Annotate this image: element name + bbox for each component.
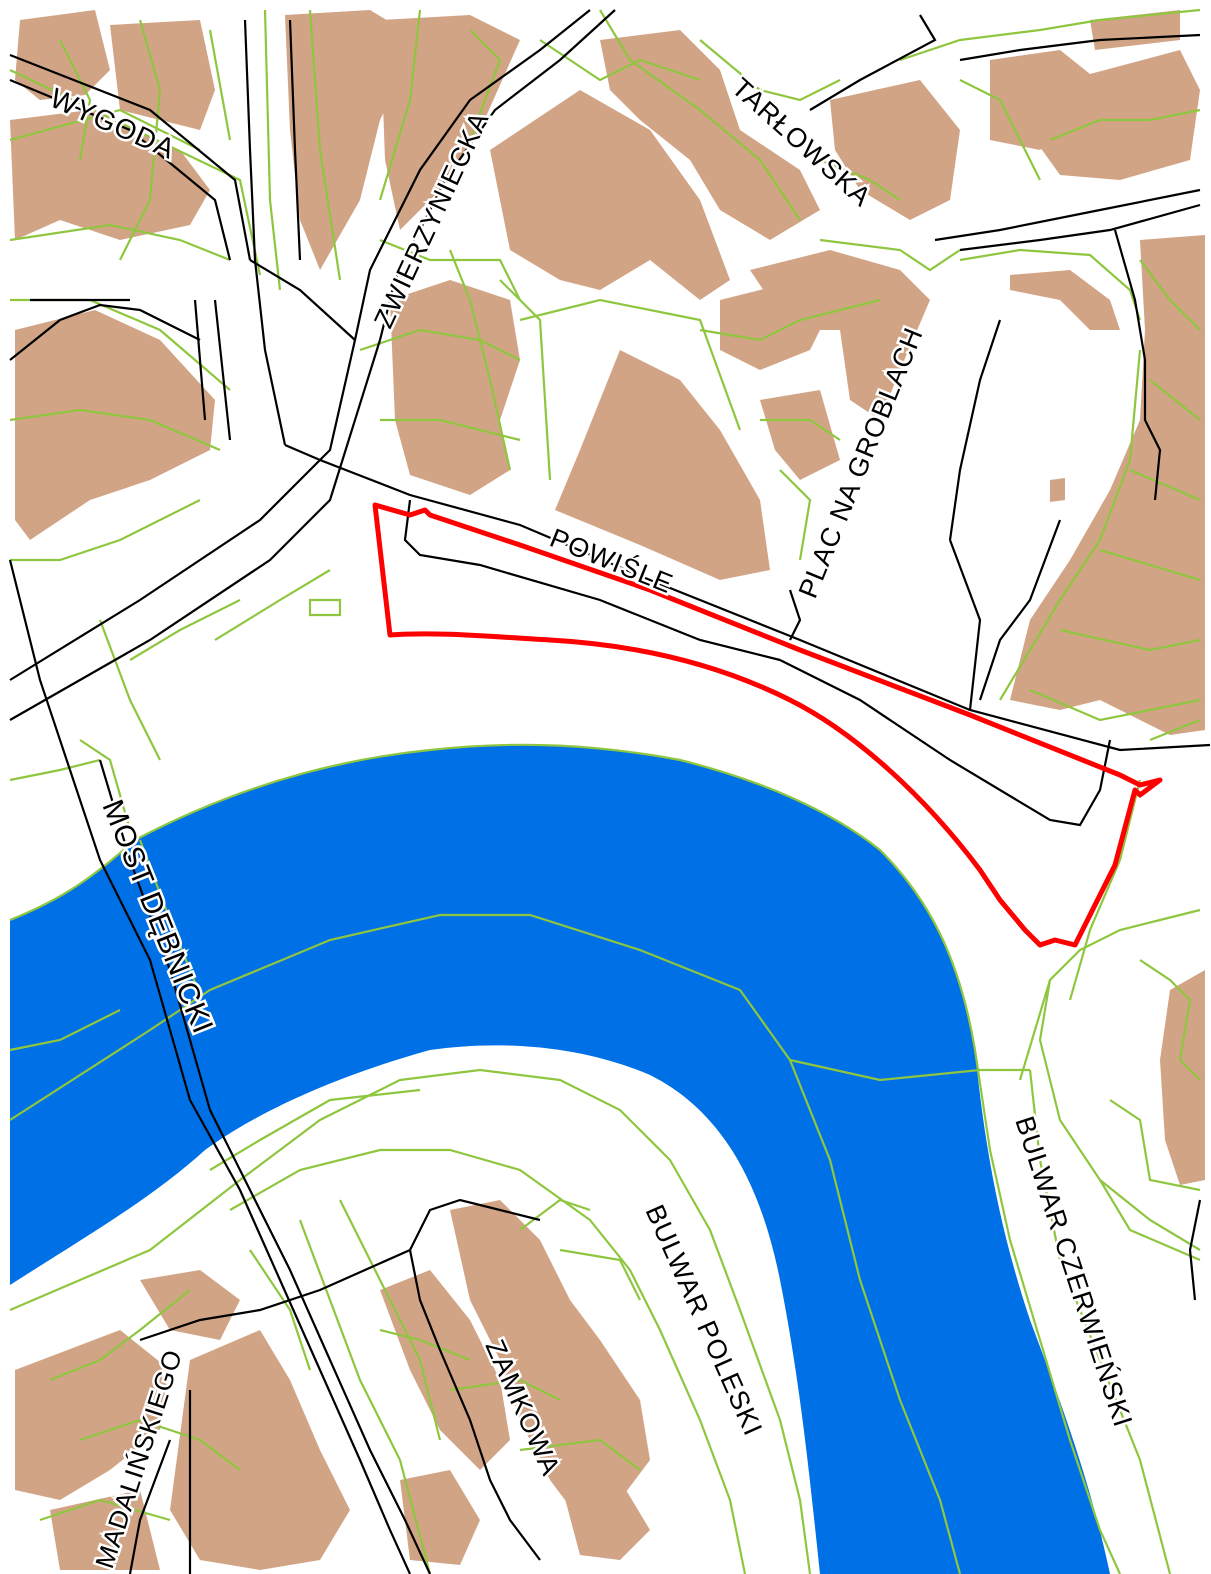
building (170, 1330, 350, 1570)
building (555, 350, 770, 580)
building (560, 1480, 650, 1560)
building (760, 390, 840, 480)
parcel-lines-layer (9, 8, 1201, 1574)
building (1160, 970, 1205, 1185)
building (110, 20, 215, 130)
building (830, 80, 960, 220)
roads-layer (8, 9, 1211, 1574)
building (15, 10, 110, 100)
building (1050, 478, 1065, 502)
building (600, 30, 820, 240)
building (1010, 270, 1120, 330)
vistula-river (10, 744, 1110, 1574)
building (15, 310, 215, 540)
building (490, 90, 730, 300)
building (380, 15, 520, 230)
building (390, 280, 520, 495)
buildings-layer (10, 10, 1205, 1570)
building (380, 1270, 510, 1470)
building (400, 1470, 480, 1565)
highlighted-parcel[interactable] (372, 502, 1163, 948)
building (1030, 50, 1200, 180)
building (140, 1270, 240, 1340)
building (15, 1330, 170, 1500)
building (750, 250, 930, 420)
building (1010, 235, 1205, 735)
